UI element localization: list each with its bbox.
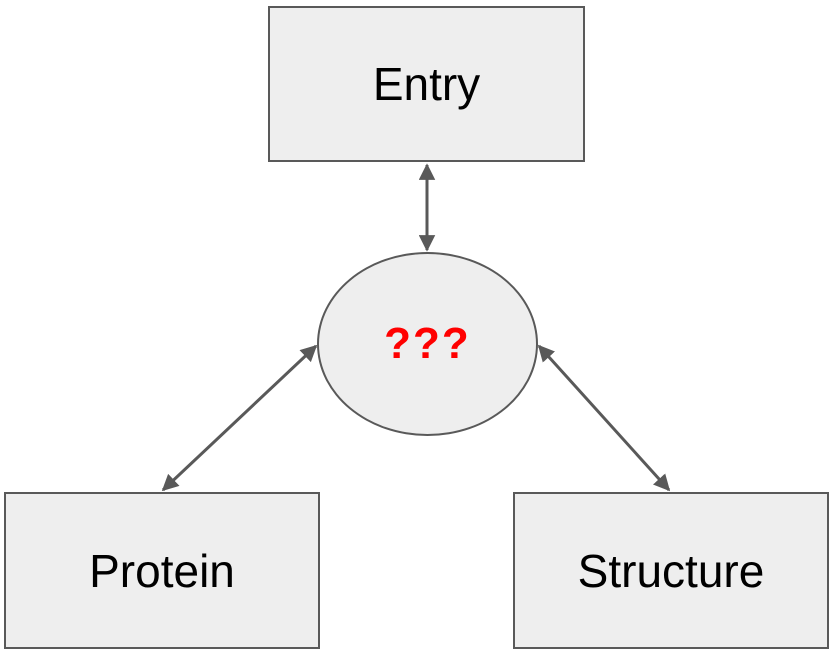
unknown-link-node: ???: [317, 252, 538, 436]
structure-node: Structure: [513, 492, 829, 649]
connector-center-protein: [161, 344, 318, 492]
entry-label: Entry: [372, 58, 481, 110]
protein-label: Protein: [89, 544, 235, 597]
unknown-link-label: ???: [384, 319, 471, 368]
structure-label: Structure: [577, 544, 765, 597]
connector-center-structure: [537, 344, 671, 492]
entry-node: Entry: [268, 6, 585, 162]
protein-node: Protein: [4, 492, 320, 649]
